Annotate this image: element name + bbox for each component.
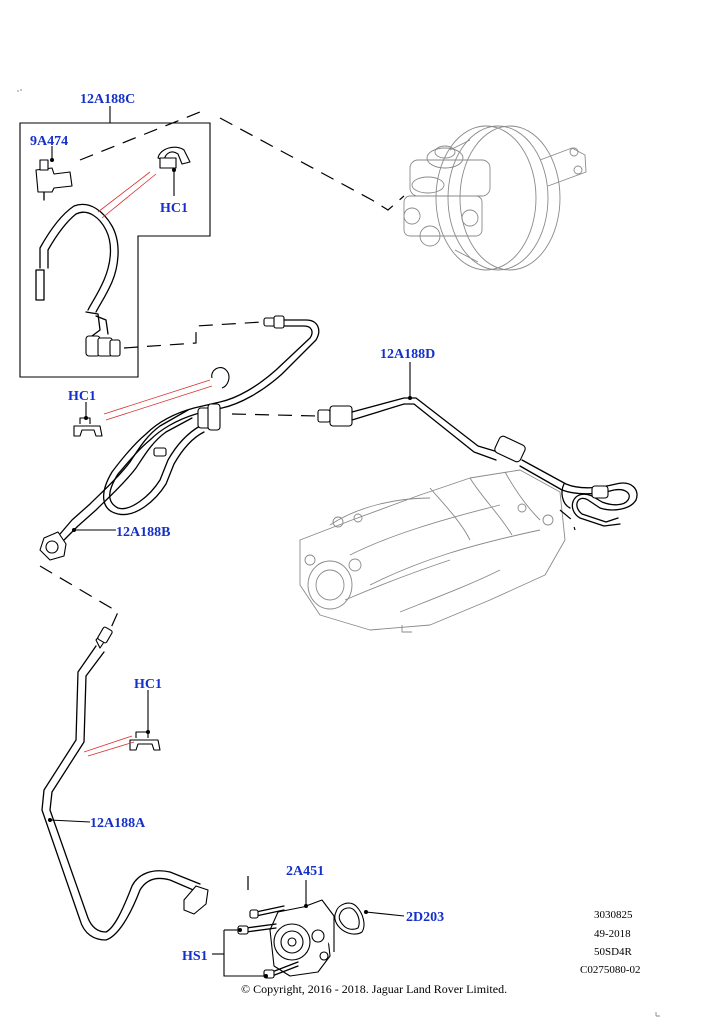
callout-clip-mid: HC1 [68, 389, 96, 404]
callout-kit-d: 12A188D [380, 347, 435, 362]
reference-line-2: 49-2018 [594, 928, 631, 940]
connection-dash-lines [39, 109, 576, 894]
hose-section-kit-b [39, 315, 320, 561]
copyright-notice: © Copyright, 2016 - 2018. Jaguar Land Ro… [241, 982, 507, 996]
brake-booster-illustration [403, 125, 587, 271]
callout-kit-b: 12A188B [116, 525, 170, 540]
callout-seal: 2D203 [406, 910, 444, 925]
callout-kit-c: 12A188C [80, 92, 135, 107]
reference-line-1: 3030825 [594, 909, 633, 921]
vacuum-pump-part [269, 880, 335, 977]
crop-marks [17, 89, 660, 1017]
callout-clip-top: HC1 [160, 201, 188, 216]
hose-clip-open-ring [211, 367, 230, 389]
pump-seal-part [334, 902, 405, 935]
callout-bolts: HS1 [182, 949, 208, 964]
callout-pump: 2A451 [286, 864, 324, 879]
callout-clip-low: HC1 [134, 677, 162, 692]
pump-bolts-part [212, 905, 299, 979]
reference-line-4: C0275080-02 [580, 964, 641, 976]
hose-section-kit-a [41, 626, 209, 941]
hose-section-kit-d [317, 362, 638, 527]
hose-clip-mid [73, 379, 213, 437]
kit-box-outline [19, 106, 211, 378]
callout-sensor: 9A474 [30, 134, 68, 149]
intake-manifold-illustration [299, 469, 566, 633]
kit-label-leaders [48, 528, 116, 823]
hose-clip-low [83, 690, 161, 757]
reference-line-3: 50SD4R [594, 946, 633, 958]
hose-section-kit-c [35, 171, 157, 357]
callout-kit-a: 12A188A [90, 816, 146, 831]
pressure-sensor-part [35, 146, 73, 201]
hose-clip-top [157, 146, 191, 196]
